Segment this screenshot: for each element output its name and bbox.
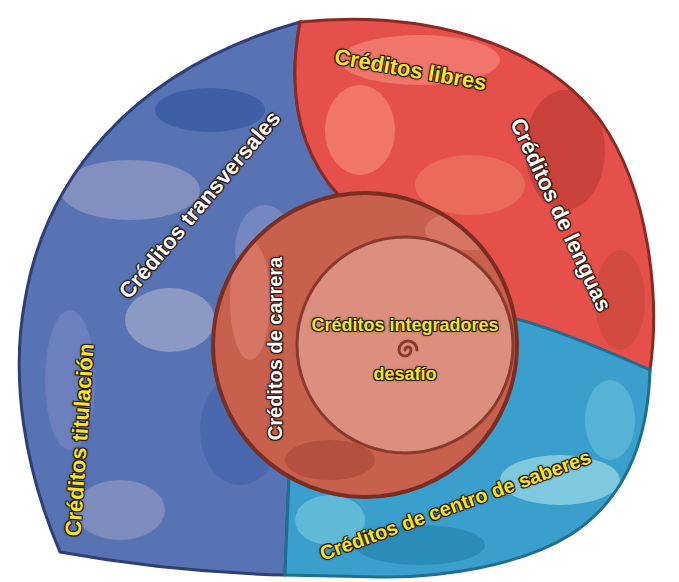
- central-chamber: [297, 237, 513, 453]
- texture-patch: [585, 380, 635, 460]
- texture-patch: [415, 155, 525, 215]
- inner-whorl: [213, 193, 517, 497]
- shell-chamber: Créditos integradores desafío: [301, 297, 509, 403]
- whorl-texture: [230, 210, 515, 480]
- blue-texture: [45, 88, 295, 540]
- central-swirl: [399, 341, 417, 356]
- credit-label: Créditos de carrera: [264, 256, 287, 440]
- texture-patch: [125, 288, 215, 352]
- texture-patch: [285, 440, 375, 480]
- texture-patch: [325, 85, 395, 175]
- inner-whorl-outline: [213, 193, 517, 497]
- credit-label: Créditos integradores desafío: [305, 301, 505, 398]
- shell-chamber: Créditos de carrera: [260, 252, 291, 444]
